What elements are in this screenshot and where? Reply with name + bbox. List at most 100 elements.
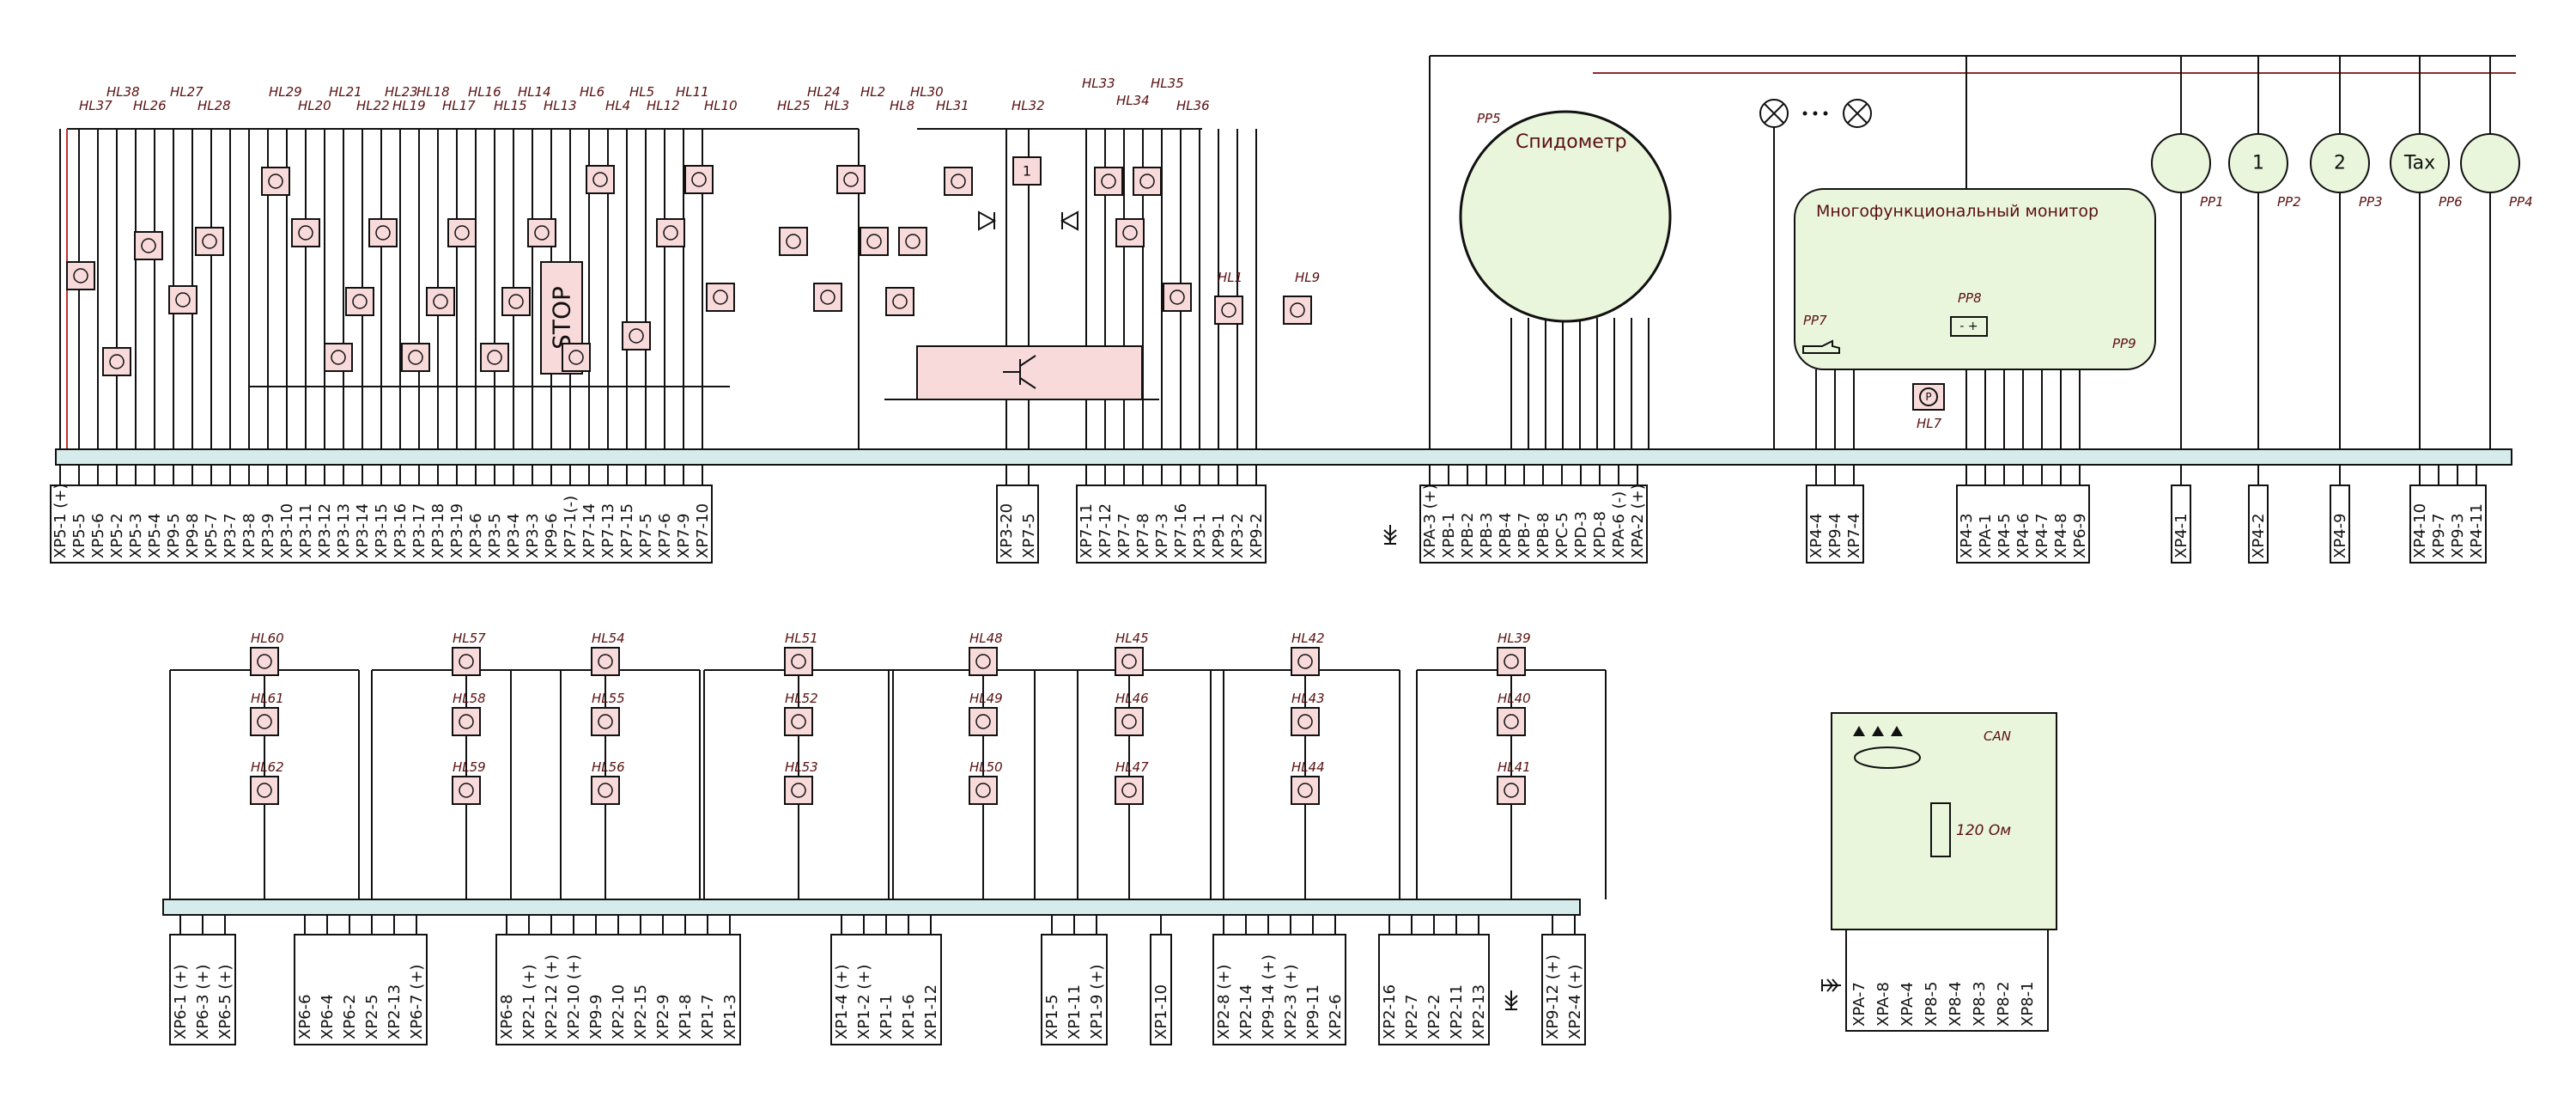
lamp-label: HL11 [676, 84, 709, 100]
connector-pin-label: XP3-11 [297, 503, 315, 558]
lamp-label: HL26 [133, 98, 167, 113]
lamp-symbol-icon [454, 225, 470, 241]
lamp-label: HL8 [890, 98, 914, 113]
lamp-symbol-icon [1504, 783, 1519, 798]
lamp-label: HL33 [1082, 76, 1115, 91]
connector-pin-label: XP2-10 [610, 984, 628, 1039]
lamp-label: HL21 [329, 84, 362, 100]
lamp-label: HL61 [251, 691, 284, 706]
connector-pin-label: XP1-7 [699, 994, 717, 1039]
lamp-symbol-icon [487, 350, 502, 365]
connector-pin-label: XP9-8 [184, 513, 202, 558]
gauge-dial [2390, 133, 2450, 193]
connector-pin-label: XPB-2 [1459, 513, 1477, 558]
connector-pin-label: XP3-16 [392, 503, 410, 558]
lamp-symbol-icon [202, 234, 217, 249]
indicator-lamp [66, 261, 95, 290]
can-block [1831, 712, 2057, 930]
lamp-symbol-icon [257, 714, 272, 729]
lamp-label: HL23 [385, 84, 418, 100]
connector-pin-label: XP7-15 [618, 503, 636, 558]
indicator-lamp [480, 343, 509, 372]
connector-pin-label: XP4-3 [1958, 513, 1976, 558]
lamp-symbol-icon [1101, 174, 1116, 189]
connector-pin-label: XP8-5 [1923, 981, 1941, 1027]
speedometer-title: Спидометр [1516, 131, 1627, 153]
connector-pin-label: XP3-1 [1191, 513, 1209, 558]
gauge-dial [2310, 133, 2370, 193]
indicator-lamp [591, 776, 620, 805]
lamp-symbol-icon [508, 294, 524, 309]
lamp-symbol-icon [459, 654, 474, 669]
connector-pin-label: XP7-4 [1845, 513, 1863, 558]
lamp-symbol-icon [791, 714, 806, 729]
connector-pin-label: XP9-4 [1826, 513, 1844, 558]
lamp-label: HL49 [969, 691, 1003, 706]
indicator-lamp [452, 647, 481, 676]
lamp-symbol-icon [408, 350, 423, 365]
connector-pin-label: XPA-7 [1850, 982, 1868, 1027]
connector-pin-label: XP2-8 (+) [1215, 965, 1233, 1039]
indicator-lamp [345, 287, 374, 316]
connector-block [1076, 485, 1267, 564]
lamp-symbol-icon [598, 783, 613, 798]
stop-text: STOP [548, 286, 576, 350]
connector-pin-label: XPB-8 [1534, 513, 1552, 558]
connector-pin-label: XP6-9 [2071, 513, 2089, 558]
connector-pin-label: XP4-7 [2033, 513, 2051, 558]
connector-pin-label: XP9-6 [543, 513, 561, 558]
indicator-lamp [1497, 707, 1526, 736]
connector-pin-label: XP6-2 [341, 994, 359, 1039]
lamp-label: HL30 [910, 84, 944, 100]
connector-pin-label: XP3-18 [429, 503, 447, 558]
lamp-label: HL27 [170, 84, 204, 100]
gauge-label: PP4 [2509, 194, 2533, 210]
connector-pin-label: XP7-3 [1153, 513, 1171, 558]
lamp-symbol-icon [298, 225, 313, 241]
connector-pin-label: XP9-7 [2430, 513, 2448, 558]
connector-block [1041, 934, 1108, 1045]
connector-block [169, 934, 236, 1045]
lamp-label: HL20 [298, 98, 331, 113]
connector-pin-label: XP1-8 [677, 994, 695, 1039]
indicator-lamp [447, 218, 477, 247]
bulb-icon [1843, 99, 1872, 128]
lamp-symbol-icon [175, 292, 191, 308]
bottom-harness-bus [162, 899, 1581, 916]
connector-pin-label: XP4-1 [2172, 513, 2190, 558]
connector-pin-label: XP2-1 (+) [520, 965, 538, 1039]
connector-pin-label: XP7-7 [1115, 513, 1133, 558]
lamp-symbol-icon [141, 238, 156, 253]
lamp-symbol-icon [1221, 302, 1236, 318]
lamp-label: HL10 [704, 98, 738, 113]
monitor-pp7-label: PP7 [1803, 313, 1827, 328]
connector-pin-label: XP9-11 [1304, 984, 1322, 1039]
connector-pin-label: XP4-9 [2331, 513, 2349, 558]
connector-pin-label: XP1-3 [721, 994, 739, 1039]
connector-pin-label: XP7-12 [1097, 503, 1115, 558]
indicator-lamp [368, 218, 398, 247]
lamp-symbol-icon [568, 350, 584, 365]
lamp-label: HL51 [785, 631, 818, 646]
connector-pin-label: XP9-3 [2449, 513, 2467, 558]
lamp-symbol-icon [1290, 302, 1305, 318]
connector-pin-label: XP3-13 [335, 503, 353, 558]
lamp-symbol-icon [663, 225, 678, 241]
lamp-label: HL54 [592, 631, 625, 646]
svg-text:- +: - + [1959, 320, 1978, 333]
connector-pin-label: XP5-5 [70, 513, 88, 558]
connector-pin-label: XP2-16 [1381, 984, 1399, 1039]
connector-pin-label: XP7-13 [599, 503, 617, 558]
connector-pin-label: XP7-14 [580, 503, 598, 558]
lamp-symbol-icon [459, 783, 474, 798]
indicator-lamp [1291, 776, 1320, 805]
lamp-symbol-icon [1297, 714, 1313, 729]
indicator-lamp [250, 647, 279, 676]
indicator-lamp [784, 707, 813, 736]
lamp-label: HL13 [544, 98, 577, 113]
connector-pin-label: XP7-6 [656, 513, 674, 558]
connector-block [830, 934, 942, 1045]
lamp-label: HL40 [1498, 691, 1531, 706]
lamp-label: HL62 [251, 759, 284, 775]
